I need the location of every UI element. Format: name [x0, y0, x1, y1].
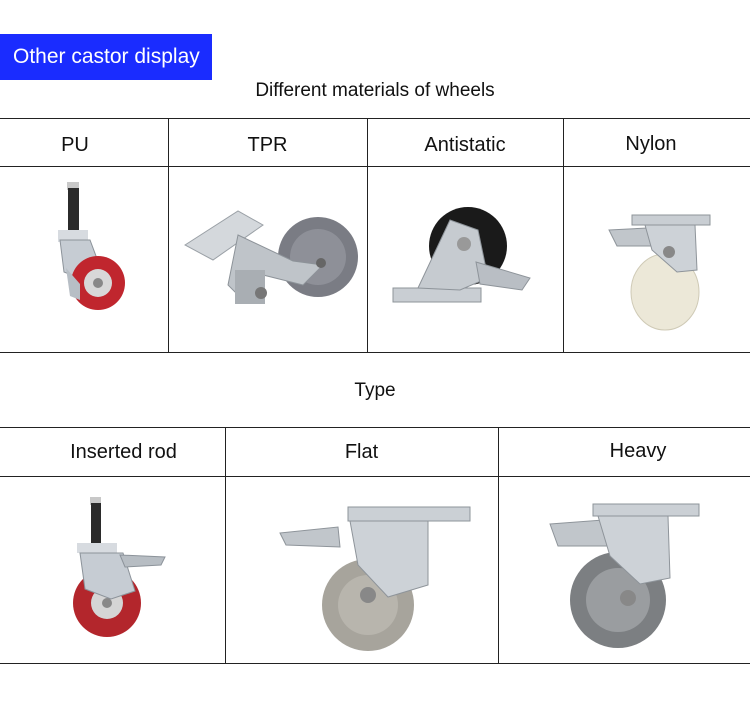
types-title: Type [354, 380, 396, 401]
table-border [0, 427, 750, 428]
material-label-pu: PU [61, 134, 89, 156]
tpr-castor-image [183, 205, 363, 315]
section-badge: Other castor display [0, 34, 212, 80]
table-border [0, 352, 750, 353]
antistatic-castor-image [390, 200, 535, 310]
table-border [563, 118, 564, 353]
material-label-antistatic: Antistatic [424, 134, 506, 156]
nylon-castor-image [607, 210, 717, 335]
table-border [168, 118, 169, 353]
table-border [225, 427, 226, 664]
materials-title: Different materials of wheels [255, 80, 495, 101]
table-border [0, 166, 750, 167]
table-border [0, 663, 750, 664]
flat-castor-image [278, 505, 473, 655]
table-border [0, 476, 750, 477]
type-label-inserted-rod: Inserted rod [70, 441, 177, 463]
table-border [0, 118, 750, 119]
table-border [367, 118, 368, 353]
heavy-castor-image [548, 500, 703, 652]
type-label-flat: Flat [344, 441, 379, 463]
table-border [498, 427, 499, 664]
pu-castor-image [40, 180, 150, 330]
material-label-nylon: Nylon [625, 133, 677, 155]
type-label-heavy: Heavy [609, 440, 667, 462]
material-label-tpr: TPR [247, 134, 288, 156]
inserted-rod-castor-image [65, 495, 175, 645]
